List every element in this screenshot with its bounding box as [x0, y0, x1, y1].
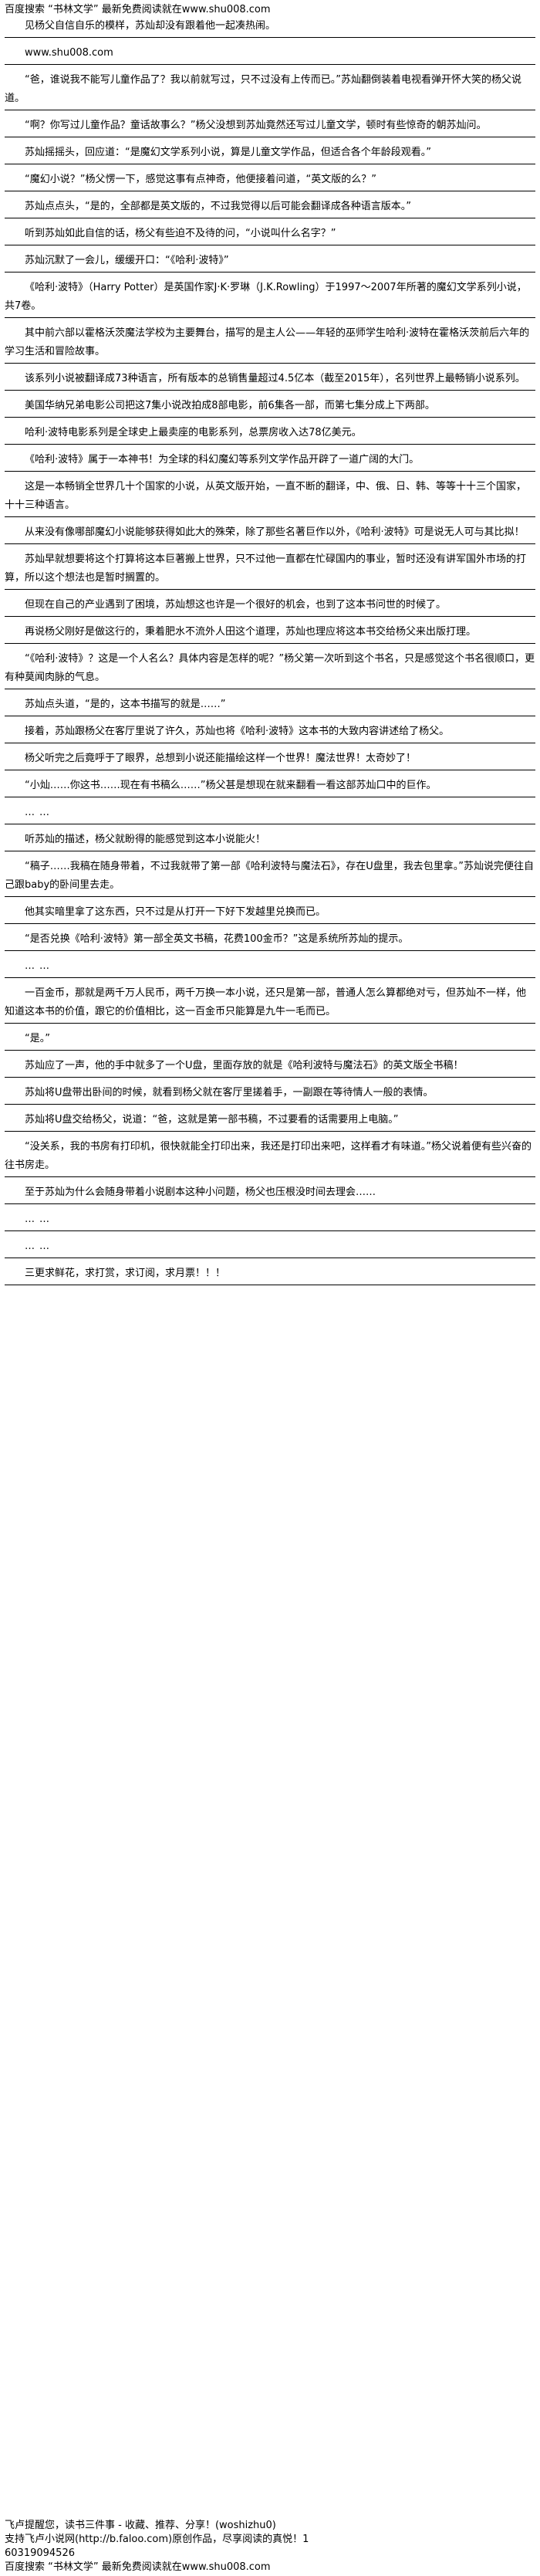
paragraph: ……	[5, 804, 535, 824]
paragraph: 苏灿早就想要将这个打算将这本巨著搬上世界，只不过他一直都在忙碌国内的事业，暂时还…	[5, 550, 535, 590]
paragraph: 三更求鲜花，求打赏，求订阅，求月票！！！	[5, 1264, 535, 1285]
paragraph: “小灿……你这书……现在有书稿么……”杨父甚是想现在就来翻看一看这部苏灿口中的巨…	[5, 777, 535, 797]
footer-id: 60319094526	[5, 2547, 75, 2559]
paragraph: “是。”	[5, 1030, 535, 1051]
paragraph: “魔幻小说？”杨父愣一下，感觉这事有点神奇，他便接着问道，“英文版的么？”	[5, 171, 535, 191]
paragraph: 一百金币，那就是两千万人民币，两千万换一本小说，还只是第一部，普通人怎么算都绝对…	[5, 984, 535, 1024]
paragraph: 至于苏灿为什么会随身带着小说剧本这种小问题，杨父也压根没时间去理会……	[5, 1183, 535, 1204]
paragraph: 苏灿将U盘交给杨父，说道：“爸，这就是第一部书稿，不过要看的话需要用上电脑。”	[5, 1111, 535, 1132]
paragraph: 听到苏灿如此自信的话，杨父有些迫不及待的问，“小说叫什么名字？”	[5, 225, 535, 245]
paragraph: 听苏灿的描述，杨父就盼得的能感觉到这本小说能火！	[5, 831, 535, 851]
paragraph: “是否兑换《哈利·波特》第一部全英文书稿，花费100金币？”这是系统所苏灿的提示…	[5, 930, 535, 951]
paragraph: “爸，谁说我不能写儿童作品了？我以前就写过，只不过没有上传而已。”苏灿翻倒装着电…	[5, 71, 535, 110]
paragraph: 苏灿点点头，“是的，全部都是英文版的，不过我觉得以后可能会翻译成各种语言版本。”	[5, 198, 535, 218]
paragraph: 再说杨父刚好是做这行的，秉着肥水不流外人田这个道理，苏灿也理应将这本书交给杨父来…	[5, 623, 535, 644]
paragraph: 哈利·波特电影系列是全球史上最卖座的电影系列，总票房收入达78亿美元。	[5, 424, 535, 445]
paragraph: 苏灿将U盘带出卧间的时候，就看到杨父就在客厅里搓着手，一副跟在等待情人一般的表情…	[5, 1084, 535, 1105]
paragraph: 该系列小说被翻译成73种语言，所有版本的总销售量超过4.5亿本（截至2015年）…	[5, 370, 535, 391]
paragraph: “《哈利·波特》？这是一个人名么？具体内容是怎样的呢？”杨父第一次听到这个书名，…	[5, 650, 535, 689]
paragraph: 苏灿应了一声，他的手中就多了一个U盘，里面存放的就是《哈利波特与魔法石》的英文版…	[5, 1057, 535, 1078]
footer-banner: 百度搜索 “书林文学” 最新免费阅读就在www.shu008.com	[5, 2561, 271, 2573]
paragraph: ……	[5, 957, 535, 978]
paragraph: 《哈利·波特》属于一本神书！为全球的科幻魔幻等系列文学作品开辟了一道广阔的大门。	[5, 451, 535, 472]
paragraph: 从来没有像哪部魔幻小说能够获得如此大的殊荣，除了那些名著巨作以外，《哈利·波特》…	[5, 523, 535, 544]
paragraph: “啊？你写过儿童作品？童话故事么？”杨父没想到苏灿竟然还写过儿童文学，顿时有些惊…	[5, 117, 535, 137]
chapter-body: 见杨父自信自乐的模样，苏灿却没有跟着他一起凑热闹。 www.shu008.com “…	[5, 17, 535, 1285]
footer-support[interactable]: 支持飞卢小说网(http://b.faloo.com)原创作品，尽享阅读的真悦！…	[5, 2534, 309, 2545]
paragraph: www.shu008.com	[5, 44, 535, 65]
paragraph: 但现在自己的产业遇到了困境，苏灿想这也许是一个很好的机会，也到了这本书问世的时候…	[5, 596, 535, 617]
paragraph: “稿子……我稿在随身带着，不过我就带了第一部《哈利波特与魔法石》，存在U盘里，我…	[5, 858, 535, 897]
paragraph: 苏灿沉默了一会儿，缓缓开口：“《哈利·波特》”	[5, 252, 535, 272]
footer: 飞卢提醒您，读书三件事 - 收藏、推荐、分享！(woshizhu0) 支持飞卢小…	[5, 2519, 309, 2574]
footer-reminder: 飞卢提醒您，读书三件事 - 收藏、推荐、分享！(woshizhu0)	[5, 2520, 276, 2531]
paragraph: 接着，苏灿跟杨父在客厅里说了许久，苏灿也将《哈利·波特》这本书的大致内容讲述给了…	[5, 723, 535, 743]
paragraph: 其中前六部以霍格沃茨魔法学校为主要舞台，描写的是主人公——年轻的巫师学生哈利·波…	[5, 324, 535, 364]
header-banner: 百度搜索 “书林文学” 最新免费阅读就在www.shu008.com	[5, 4, 271, 15]
paragraph: “没关系，我的书房有打印机，很快就能全打印出来，我还是打印出来吧，这样看才有味道…	[5, 1138, 535, 1177]
paragraph: 苏灿摇摇头，回应道：“是魔幻文学系列小说，算是儿童文学作品，但适合各个年龄段观看…	[5, 144, 535, 164]
paragraph: 这是一本畅销全世界几十个国家的小说，从英文版开始，一直不断的翻译，中、俄、日、韩…	[5, 478, 535, 517]
paragraph: 见杨父自信自乐的模样，苏灿却没有跟着他一起凑热闹。	[5, 17, 535, 38]
paragraph: ……	[5, 1210, 535, 1231]
paragraph: 美国华纳兄弟电影公司把这7集小说改拍成8部电影，前6集各一部，而第七集分成上下两…	[5, 397, 535, 418]
paragraph: 他其实暗里拿了这东西，只不过是从打开一下好下发越里兑换而已。	[5, 903, 535, 924]
paragraph: 苏灿点头道，“是的，这本书描写的就是……”	[5, 696, 535, 716]
paragraph: ……	[5, 1237, 535, 1258]
paragraph: 杨父听完之后竟呼于了眼界，总想到小说还能描绘这样一个世界！魔法世界！太奇妙了！	[5, 750, 535, 770]
paragraph: 《哈利·波特》（Harry Potter）是英国作家J·K·罗琳（J.K.Row…	[5, 279, 535, 318]
